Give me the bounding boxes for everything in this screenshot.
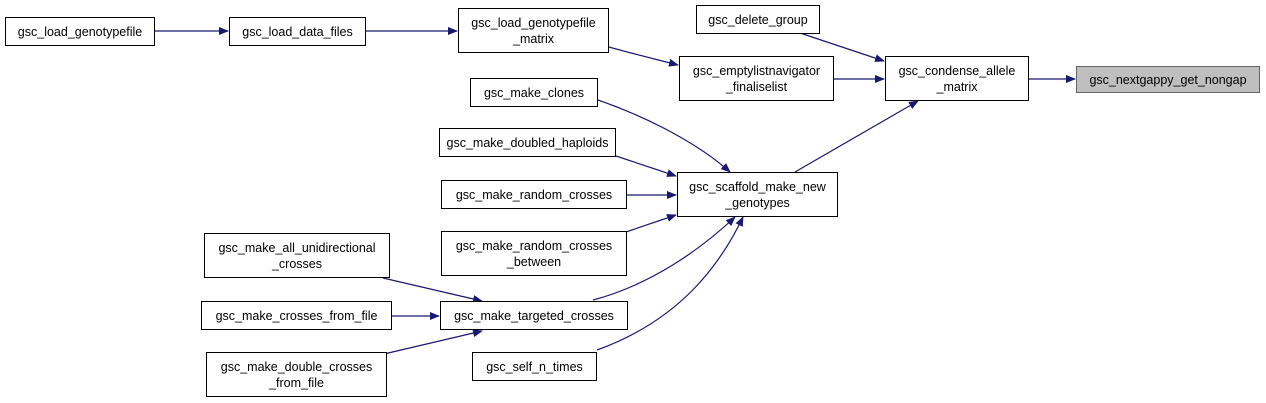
edge-make-clones-to-scaffold: [597, 99, 731, 173]
node-label: gsc_make_doubled_haploids: [446, 135, 609, 150]
node-label-line2: _matrix: [513, 31, 554, 46]
node-gsc-load-genotypefile-matrix[interactable]: gsc_load_genotypefile _matrix: [458, 8, 609, 53]
node-label-line2: _between: [506, 254, 562, 269]
node-label-line2: _finaliselist: [725, 79, 788, 94]
node-label: gsc_nextgappy_get_nongap: [1089, 72, 1247, 87]
edge-make-targeted-crosses-to-scaffold: [592, 216, 736, 301]
node-label-line2: _genotypes: [725, 195, 790, 210]
node-label: gsc_scaffold_make_new: [689, 179, 826, 194]
node-gsc-make-clones[interactable]: gsc_make_clones: [470, 78, 598, 107]
edge-scaffold-to-condense-allele-matrix: [794, 100, 919, 173]
node-label: gsc_make_random_crosses: [455, 187, 613, 202]
node-gsc-load-data-files[interactable]: gsc_load_data_files: [229, 17, 366, 46]
node-gsc-make-crosses-from-file[interactable]: gsc_make_crosses_from_file: [201, 301, 392, 330]
node-gsc-make-double-crosses-from-file[interactable]: gsc_make_double_crosses _from_file: [206, 352, 387, 397]
node-gsc-make-doubled-haploids[interactable]: gsc_make_doubled_haploids: [439, 128, 616, 157]
node-gsc-make-random-crosses[interactable]: gsc_make_random_crosses: [441, 180, 627, 209]
node-label-line2: _from_file: [269, 375, 324, 390]
node-gsc-make-targeted-crosses[interactable]: gsc_make_targeted_crosses: [440, 301, 628, 330]
node-label: gsc_load_genotypefile: [471, 15, 596, 30]
edge-make-random-crosses-between-to-scaffold: [619, 214, 677, 235]
node-label: gsc_delete_group: [708, 12, 808, 27]
node-gsc-self-n-times[interactable]: gsc_self_n_times: [472, 352, 597, 381]
node-gsc-delete-group[interactable]: gsc_delete_group: [696, 5, 820, 34]
node-label-line2: _crosses: [271, 256, 323, 271]
node-label: gsc_load_genotypefile: [17, 24, 143, 39]
edge-load-genotypefile-matrix-to-emptylistnavigator: [608, 46, 679, 67]
edge-delete-group-to-condense-allele-matrix: [799, 32, 885, 62]
node-gsc-nextgappy-get-nongap: gsc_nextgappy_get_nongap: [1076, 66, 1260, 93]
edge-self-n-times-to-scaffold: [596, 216, 744, 351]
node-label: gsc_self_n_times: [486, 359, 583, 374]
node-label-line2: _matrix: [936, 79, 978, 94]
node-label: gsc_emptylistnavigator: [692, 63, 821, 78]
node-gsc-load-genotypefile[interactable]: gsc_load_genotypefile: [5, 17, 155, 46]
node-label: gsc_make_all_unidirectional: [218, 240, 376, 255]
node-gsc-condense-allele-matrix[interactable]: gsc_condense_allele _matrix: [885, 56, 1029, 101]
node-label: gsc_condense_allele: [898, 63, 1016, 78]
node-gsc-emptylistnavigator-finaliselist[interactable]: gsc_emptylistnavigator _finaliselist: [679, 56, 834, 101]
edge-make-all-unidirectional-crosses-to-make-targeted-crosses: [382, 277, 483, 303]
node-label: gsc_load_data_files: [242, 24, 353, 39]
edge-make-doubled-haploids-to-scaffold: [615, 155, 677, 177]
node-label: gsc_make_targeted_crosses: [454, 308, 614, 323]
node-label: gsc_make_random_crosses: [455, 238, 613, 253]
node-label: gsc_make_crosses_from_file: [215, 308, 378, 323]
node-gsc-make-all-unidirectional-crosses[interactable]: gsc_make_all_unidirectional _crosses: [204, 233, 390, 278]
node-label: gsc_make_double_crosses: [220, 359, 373, 374]
node-gsc-scaffold-make-new-genotypes[interactable]: gsc_scaffold_make_new _genotypes: [677, 172, 838, 217]
node-label: gsc_make_clones: [483, 85, 585, 100]
edge-make-double-crosses-from-file-to-make-targeted-crosses: [383, 329, 483, 355]
node-gsc-make-random-crosses-between[interactable]: gsc_make_random_crosses _between: [441, 231, 627, 276]
